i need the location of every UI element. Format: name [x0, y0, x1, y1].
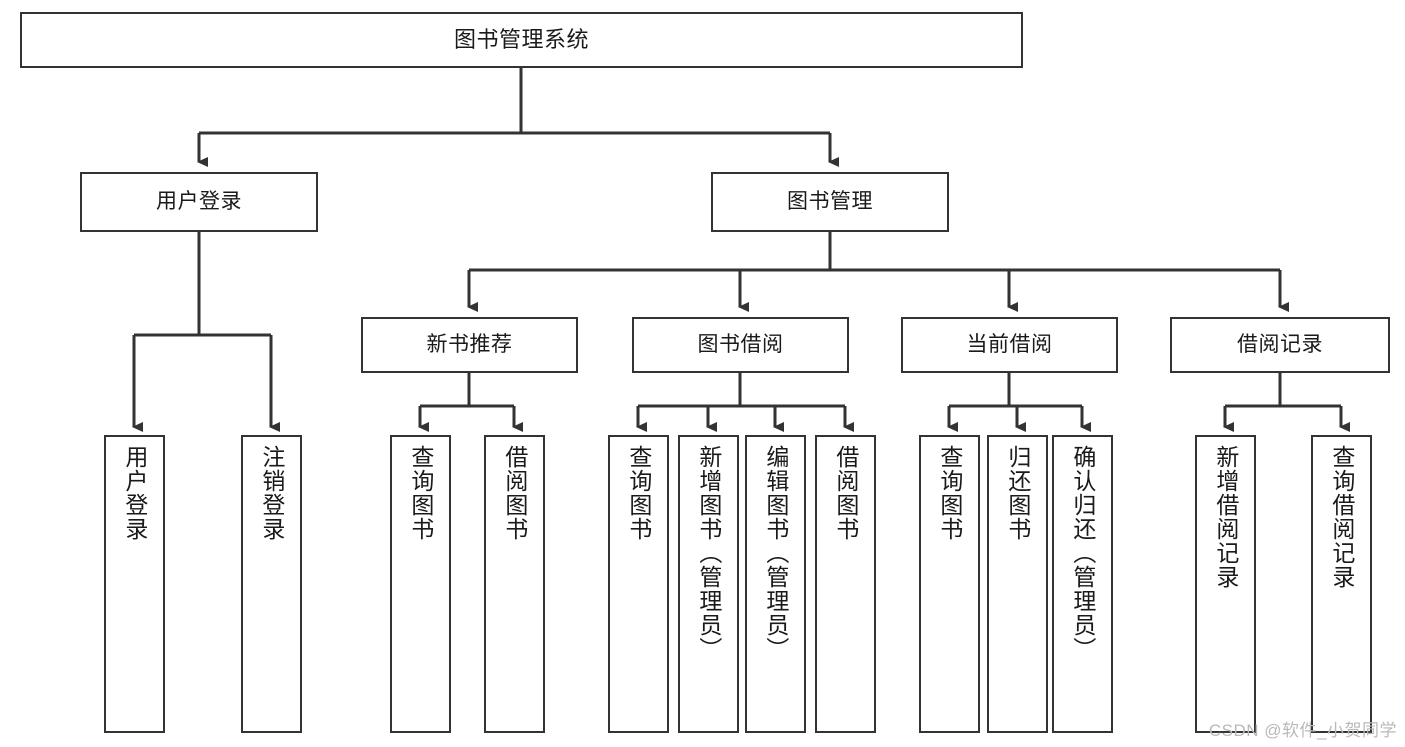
node-new-book-recommend[interactable]: 新书推荐 [361, 317, 578, 373]
watermark-text: CSDN @软件_小贺同学 [1208, 721, 1397, 740]
leaf-confirm-return-admin-label: 确认归还（管理员） [1069, 445, 1096, 661]
leaf-add-borrow-record[interactable]: 新增借阅记录 [1195, 435, 1256, 733]
node-user-login-label: 用户登录 [156, 189, 242, 213]
leaf-query-book-newbook-label: 查询图书 [407, 445, 434, 541]
leaf-confirm-return-admin[interactable]: 确认归还（管理员） [1052, 435, 1113, 733]
leaf-query-book-borrow-label: 查询图书 [625, 445, 652, 541]
leaf-query-borrow-record[interactable]: 查询借阅记录 [1311, 435, 1372, 733]
node-user-login[interactable]: 用户登录 [80, 172, 318, 232]
leaf-borrow-book-newbook-label: 借阅图书 [501, 445, 528, 541]
leaf-borrow-book-newbook[interactable]: 借阅图书 [484, 435, 545, 733]
leaf-edit-book-admin-label: 编辑图书（管理员） [762, 445, 789, 661]
leaf-add-book-admin[interactable]: 新增图书（管理员） [678, 435, 739, 733]
node-borrow-record[interactable]: 借阅记录 [1170, 317, 1390, 373]
node-new-book-recommend-label: 新书推荐 [426, 332, 513, 356]
leaf-query-book-current-label: 查询图书 [936, 445, 963, 541]
leaf-edit-book-admin[interactable]: 编辑图书（管理员） [745, 435, 806, 733]
node-book-borrow[interactable]: 图书借阅 [632, 317, 849, 373]
leaf-borrow-book[interactable]: 借阅图书 [815, 435, 876, 733]
leaf-user-login-label: 用户登录 [121, 445, 148, 541]
leaf-logout-label: 注销登录 [258, 445, 285, 541]
node-borrow-record-label: 借阅记录 [1237, 332, 1323, 356]
leaf-user-login[interactable]: 用户登录 [104, 435, 165, 733]
node-current-borrow[interactable]: 当前借阅 [901, 317, 1118, 373]
leaf-return-book-label: 归还图书 [1004, 445, 1031, 541]
node-book-management-label: 图书管理 [787, 189, 873, 213]
leaf-query-book-current[interactable]: 查询图书 [919, 435, 980, 733]
node-book-management[interactable]: 图书管理 [711, 172, 949, 232]
leaf-add-book-admin-label: 新增图书（管理员） [695, 445, 722, 661]
node-root[interactable]: 图书管理系统 [20, 12, 1023, 68]
leaf-return-book[interactable]: 归还图书 [987, 435, 1048, 733]
leaf-borrow-book-label: 借阅图书 [832, 445, 859, 541]
leaf-query-book-newbook[interactable]: 查询图书 [390, 435, 451, 733]
node-book-borrow-label: 图书借阅 [697, 332, 784, 356]
leaf-logout[interactable]: 注销登录 [241, 435, 302, 733]
leaf-query-book-borrow[interactable]: 查询图书 [608, 435, 669, 733]
node-root-label: 图书管理系统 [453, 27, 589, 53]
node-current-borrow-label: 当前借阅 [966, 332, 1053, 356]
leaf-query-borrow-record-label: 查询借阅记录 [1328, 445, 1355, 589]
leaf-add-borrow-record-label: 新增借阅记录 [1212, 445, 1239, 589]
